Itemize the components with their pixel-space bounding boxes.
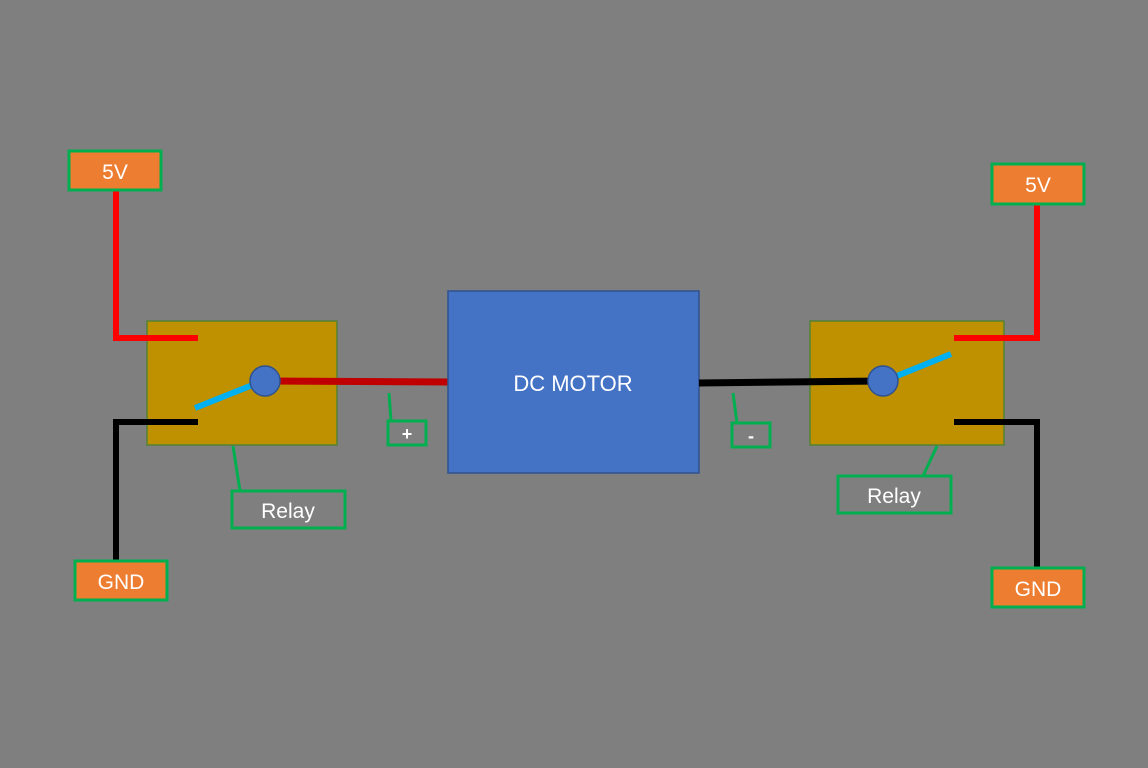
left-gnd-label: GND xyxy=(98,571,145,594)
motor-label: DC MOTOR xyxy=(513,371,632,396)
left-gnd-box xyxy=(73,559,169,602)
minus-terminal-leader xyxy=(731,392,739,424)
plus-terminal-box xyxy=(386,419,428,447)
right-relay-leader xyxy=(921,445,939,477)
right-5v-wire xyxy=(954,205,1040,341)
right-relay-callout-box xyxy=(836,474,953,515)
right-switch-pivot xyxy=(867,365,899,397)
left-motor-wire xyxy=(264,377,449,386)
right-5v-label: 5V xyxy=(1025,174,1051,197)
left-gnd-wire xyxy=(113,419,198,560)
plus-terminal-leader xyxy=(387,392,393,422)
left-switch-pivot xyxy=(249,365,281,397)
right-gnd-box xyxy=(990,566,1086,609)
minus-terminal-box xyxy=(730,421,772,449)
left-5v-label: 5V xyxy=(102,161,128,184)
motor-body xyxy=(447,290,700,474)
right-motor-wire xyxy=(698,377,883,387)
left-relay-callout-box xyxy=(230,489,347,530)
right-relay-label: Relay xyxy=(867,485,921,508)
minus-terminal-label: - xyxy=(748,426,754,446)
left-5v-wire xyxy=(113,191,198,341)
left-relay-leader xyxy=(231,445,242,492)
right-5v-box xyxy=(990,162,1086,206)
left-5v-box xyxy=(67,149,163,192)
right-gnd-wire xyxy=(954,419,1040,567)
right-gnd-label: GND xyxy=(1015,578,1062,601)
plus-terminal-label: + xyxy=(402,424,413,444)
left-relay-label: Relay xyxy=(261,500,315,523)
